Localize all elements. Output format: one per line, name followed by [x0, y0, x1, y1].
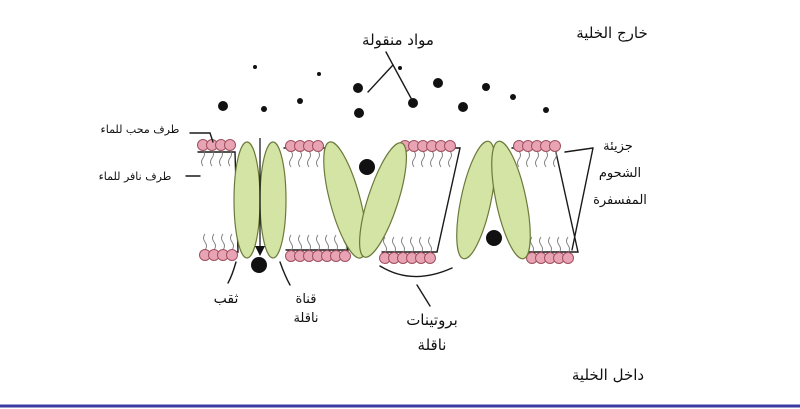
particle-dot	[408, 98, 418, 108]
particle-dot	[433, 78, 443, 88]
lipid-tail	[212, 233, 216, 251]
lipid-tail	[221, 233, 225, 251]
lipid-tail	[325, 234, 329, 252]
particle-dot	[297, 98, 303, 104]
lipid-tail	[557, 236, 561, 254]
label-proteins-1: بروتينات	[406, 311, 458, 329]
leader-lines	[185, 51, 594, 307]
label-transported-substances: مواد منقولة	[362, 31, 434, 49]
lipid-tail	[203, 233, 207, 251]
lipid-tail	[421, 150, 425, 168]
lipid-tail	[548, 236, 552, 254]
label-hydrophobic-end: طرف نافر للماء	[99, 170, 172, 183]
lipid-tail	[230, 233, 234, 251]
phospholipid-head	[424, 252, 436, 264]
lipid-tail	[392, 236, 396, 254]
lipid-tail	[539, 236, 543, 254]
lipid-tail	[298, 150, 302, 168]
label-channel-2: ناقلة	[293, 311, 318, 326]
lipid-tail	[307, 150, 311, 168]
particle-dot	[510, 94, 516, 100]
lipid-tail	[316, 234, 320, 252]
lipid-tail	[553, 150, 557, 168]
particle-dot	[482, 83, 490, 91]
label-outside-cell: خارج الخلية	[576, 24, 648, 43]
particle-dot	[251, 257, 267, 273]
channel-arrow	[255, 138, 265, 256]
lipid-tail	[544, 150, 548, 168]
label-inside-cell: داخل الخلية	[572, 366, 644, 384]
lipid-tail	[419, 236, 423, 254]
label-hydrophilic-end: طرف محب للماء	[101, 123, 180, 136]
carrier-protein-2	[359, 142, 407, 258]
particle-dot	[218, 101, 228, 111]
label-channel-1: قناة	[296, 292, 317, 307]
phospholipid-heads	[197, 139, 574, 264]
lipid-tail	[383, 236, 387, 254]
carrier-protein-3	[456, 140, 496, 260]
lipid-tail	[219, 149, 223, 167]
phospholipid-head	[562, 252, 574, 264]
lipid-tail	[210, 149, 214, 167]
phospholipid-head	[226, 249, 238, 261]
lipid-tail	[298, 234, 302, 252]
phospholipid-head	[312, 140, 324, 152]
particle-dot	[359, 159, 375, 175]
carrier-protein-4	[491, 140, 531, 260]
particle-dot	[543, 107, 549, 113]
transport-proteins	[233, 140, 531, 260]
particle-dot	[398, 66, 402, 70]
lipid-tail	[430, 150, 434, 168]
label-phospholipid-3: المفسفرة	[593, 193, 647, 208]
carrier-protein-1	[323, 141, 367, 259]
lipid-tail	[566, 236, 570, 254]
phospholipid-head	[444, 140, 456, 152]
lipid-tail	[307, 234, 311, 252]
phospholipid-head	[339, 250, 351, 262]
lipid-tail	[334, 234, 338, 252]
particle-dot	[253, 65, 257, 69]
particle-dot	[486, 230, 502, 246]
label-proteins-2: ناقلة	[418, 336, 447, 354]
lipid-tail	[428, 236, 432, 254]
lipid-tail	[289, 150, 293, 168]
lipid-tail	[535, 150, 539, 168]
lipid-tail	[401, 236, 405, 254]
lipid-tail	[410, 236, 414, 254]
label-hole: ثقب	[214, 291, 239, 307]
label-phospholipid-1: جزيئة	[603, 139, 633, 154]
particle-dot	[261, 106, 267, 112]
lipid-tail	[316, 150, 320, 168]
lipid-tail	[289, 234, 293, 252]
channel-protein-right	[259, 141, 287, 259]
particle-dot	[354, 108, 364, 118]
lipid-tail	[526, 150, 530, 168]
lipid-tail	[228, 149, 232, 167]
lipid-tail	[412, 150, 416, 168]
particle-dot	[458, 102, 468, 112]
phospholipid-head	[549, 140, 561, 152]
lipid-tail	[201, 149, 205, 167]
lipid-tail	[517, 150, 521, 168]
particle-dot	[353, 83, 363, 93]
lipid-tail	[448, 150, 452, 168]
diagram-labels: خارج الخلية مواد منقولة طرف محب للماء طر…	[99, 24, 648, 384]
phospholipid-head	[224, 139, 236, 151]
channel-protein-left	[233, 141, 261, 259]
particle-dot	[317, 72, 321, 76]
lipid-tail	[530, 236, 534, 254]
transported-particles	[218, 65, 549, 273]
label-phospholipid-2: الشحوم	[599, 166, 641, 181]
lipid-tail	[439, 150, 443, 168]
